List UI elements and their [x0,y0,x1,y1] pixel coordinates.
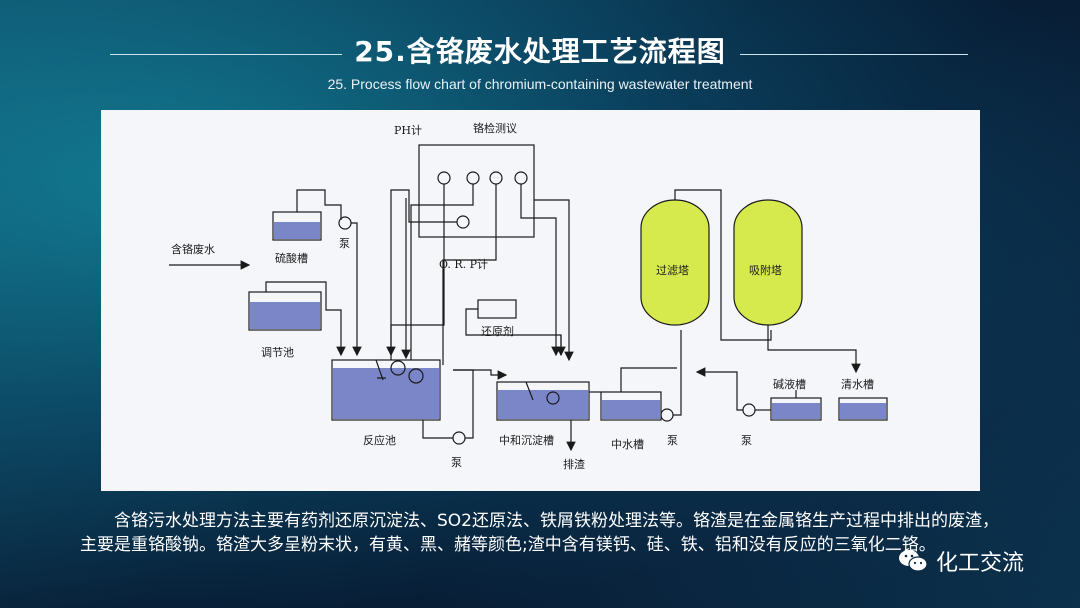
label-alkali-tank: 碱液槽 [773,377,806,391]
description-text: 含铬污水处理方法主要有药剂还原沉淀法、SO2还原法、铁屑铁粉处理法等。铬渣是在金… [80,511,999,555]
piping [169,144,888,452]
filter-tower-shape [640,199,710,326]
pump-1-icon [338,216,352,230]
label-adjust-pool: 调节池 [261,346,294,359]
label-reaction-pool: 反应池 [363,433,396,447]
gauge-3-icon [489,171,503,185]
label-adsorb-tower: 吸附塔 [749,263,782,277]
wechat-icon [899,550,928,572]
clean-tank-liquid [840,403,886,419]
reducer-box [477,299,517,319]
pump-3-icon [660,408,674,422]
alkali-tank-liquid [772,403,820,419]
watermark-text: 化工交流 [936,551,1025,576]
adjust-pool-shape [248,291,322,331]
pump-4-icon [742,403,756,417]
label-pump-4: 泵 [741,434,752,447]
gauge-4-icon [514,171,528,185]
label-reducer: 还原剂 [481,324,514,338]
page-subtitle: 25. Process flow chart of chromium-conta… [327,76,753,92]
label-clean-tank: 清水槽 [841,378,874,391]
reaction-pool-shape [331,359,441,421]
description-paragraph: 含铬污水处理方法主要有药剂还原沉淀法、SO2还原法、铁屑铁粉处理法等。铬渣是在金… [80,509,1000,557]
adjust-pool-liquid [250,302,320,329]
mid-tank-shape [600,391,662,421]
gauge-1-icon [437,171,451,185]
reaction-probe-2-icon [408,368,424,384]
gauge-2-icon [466,171,480,185]
watermark: 化工交流 [898,546,1024,576]
label-ph-meter: PH计 [394,124,422,137]
mid-tank-liquid [602,400,660,419]
neutral-tank-liquid [498,390,588,419]
label-sulfuric-tank: 硫酸槽 [275,251,308,265]
label-neutral-tank: 中和沉淀槽 [499,433,554,447]
diagram-labels: PH计 铬检测议 含铬废水 硫酸槽 泵 O. R. P计 还原剂 调节池 反应池… [171,121,874,471]
neutral-probe-icon [546,391,560,405]
label-pump-3: 泵 [667,434,678,447]
neutral-tank-shape [496,381,590,421]
label-inflow: 含铬废水 [171,242,215,256]
title-rule-left [110,54,342,55]
label-pump-1: 泵 [339,237,350,250]
label-slag: 排渣 [563,457,585,471]
label-orp-meter: O. R. P计 [439,258,488,271]
page-title: 25.含铬废水处理工艺流程图 [354,35,726,68]
reaction-probe-1-icon [390,360,406,376]
diagram-canvas: PH计 铬检测议 含铬废水 硫酸槽 泵 O. R. P计 还原剂 调节池 反应池… [169,121,888,471]
reaction-pool-liquid [333,368,439,419]
liquid-fills [250,222,886,419]
label-pump-2: 泵 [451,456,462,469]
pump-2-icon [452,431,466,445]
process-flow-diagram: PH计 铬检测议 含铬废水 硫酸槽 泵 O. R. P计 还原剂 调节池 反应池… [101,110,980,491]
orp-gauge-icon [456,215,470,229]
clean-tank-shape [838,397,888,421]
title-rule-right [740,54,968,55]
label-filter-tower: 过滤塔 [656,264,689,277]
label-mid-tank: 中水槽 [611,438,644,451]
adsorb-tower-shape [733,199,803,326]
label-cr-detector: 铬检测议 [473,121,517,135]
sulfuric-tank-liquid [274,222,320,239]
instrument-panel [418,144,535,238]
